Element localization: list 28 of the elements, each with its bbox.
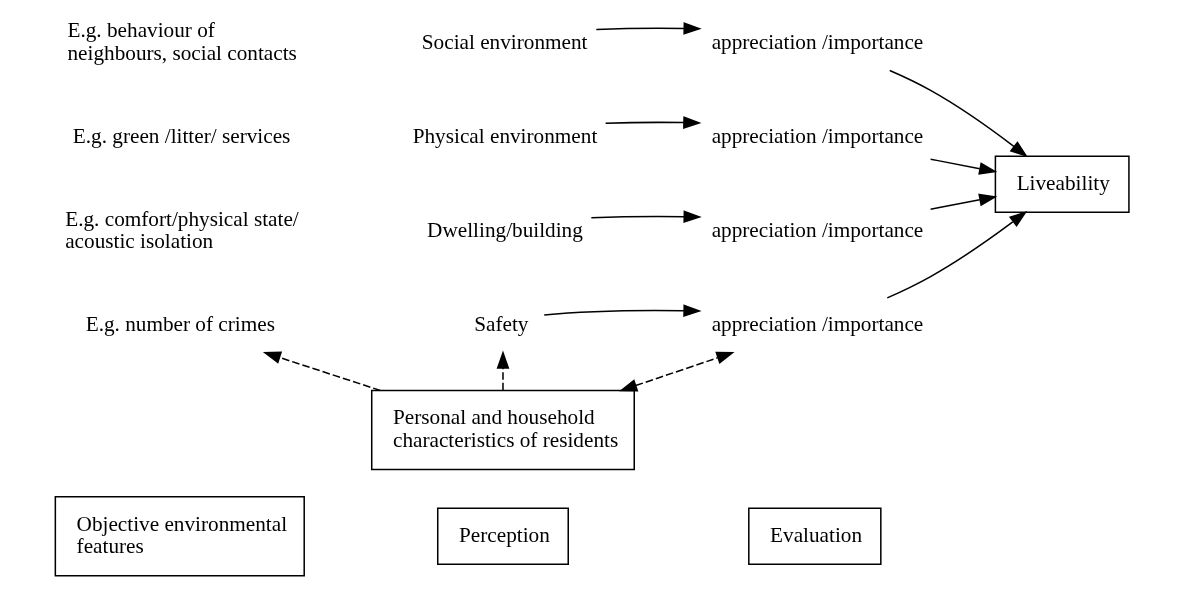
arrow <box>929 158 997 175</box>
arrow <box>886 210 1027 299</box>
arrow <box>604 116 701 129</box>
node-box: Objective environmental features <box>54 496 305 577</box>
arrow <box>618 351 735 392</box>
node-text: appreciation /importance <box>711 217 923 242</box>
node-text: Physical environment <box>412 123 597 148</box>
node-box: Perception <box>436 507 569 566</box>
arrow <box>888 69 1028 158</box>
node-box: Evaluation <box>747 507 882 566</box>
node-text: E.g. number of crimes <box>85 311 275 336</box>
node-text: E.g. behaviour of neighbours, social contacts <box>66 18 297 66</box>
arrow <box>262 351 381 392</box>
node-text: appreciation /importance <box>711 311 923 336</box>
node-text: Dwelling/building <box>426 217 583 242</box>
node-text: appreciation /importance <box>711 29 923 54</box>
node-text: appreciation /importance <box>711 123 923 148</box>
arrow <box>543 304 702 318</box>
node-text: Social environment <box>421 29 588 54</box>
node-box: Liveability <box>994 155 1130 214</box>
node-text: E.g. comfort/physical state/ acoustic isolation <box>64 206 299 254</box>
arrow <box>496 350 509 392</box>
node-text: Safety <box>473 311 528 336</box>
arrow <box>595 22 702 35</box>
arrow <box>929 193 997 210</box>
node-text: E.g. green /litter/ services <box>72 123 290 148</box>
arrow <box>590 210 702 224</box>
node-box: Personal and household characteristics of residents <box>370 389 635 471</box>
